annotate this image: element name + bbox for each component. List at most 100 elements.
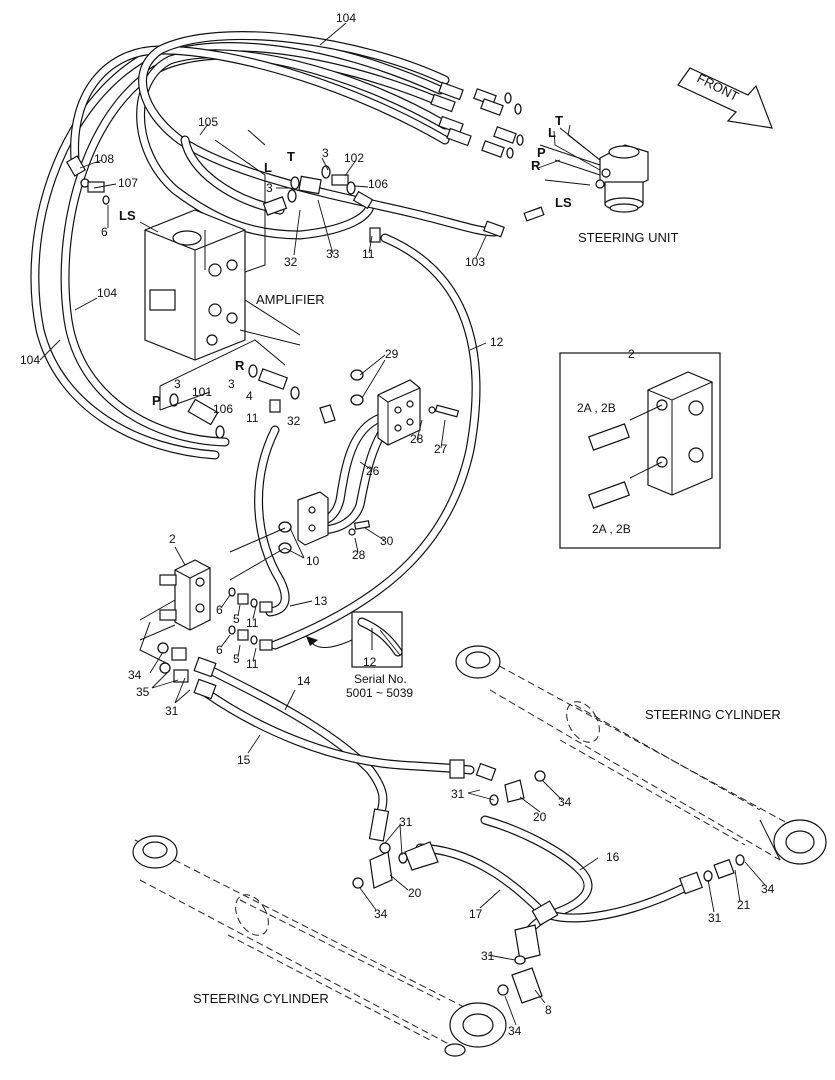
callout-20: 20: [408, 886, 422, 900]
callout-10: 10: [306, 554, 320, 568]
callout-34: 34: [761, 882, 775, 896]
hose-16-17: [415, 815, 695, 950]
callout-11: 11: [246, 657, 259, 671]
callout-105: 105: [198, 115, 218, 129]
callout-34: 34: [508, 1024, 522, 1038]
callout-6: 6: [101, 225, 108, 239]
fitting-group-amplifier-top: [65, 155, 381, 243]
fitting-group-amplifier-bottom: [169, 364, 336, 439]
manifold-block-upper: [350, 369, 460, 446]
callout-104: 104: [336, 11, 356, 25]
callout-31: 31: [708, 911, 722, 925]
callout-11: 11: [362, 247, 375, 261]
hose-14-15: [200, 665, 475, 820]
fitting-group-steering: [430, 81, 545, 238]
port-t-steering: T: [555, 113, 563, 128]
steering-cylinder-right-caption: STEERING CYLINDER: [645, 707, 781, 722]
port-t-amplifier: T: [287, 149, 295, 164]
serial-line-1: Serial No.: [354, 672, 407, 686]
hose-13: [254, 425, 290, 617]
port-ls-amplifier: LS: [119, 208, 136, 223]
callout-31: 31: [451, 787, 465, 801]
callout-28: 28: [410, 432, 424, 446]
serial-part-number: 12: [363, 655, 377, 669]
callout-6: 6: [216, 603, 223, 617]
detail-2-labels: 2 2A , 2B 2A , 2B: [577, 347, 635, 536]
steering-unit-caption: STEERING UNIT: [578, 230, 678, 245]
manifold-block-lower: [229, 491, 371, 581]
port-p-amplifier: P: [152, 393, 161, 408]
port-ls-steering: LS: [555, 195, 572, 210]
callout-3: 3: [174, 377, 181, 391]
hose-104-set: [30, 34, 450, 460]
callout-26: 26: [366, 464, 380, 478]
fitting-group-bottom: [352, 759, 745, 1004]
callout-32: 32: [284, 255, 298, 269]
steering-cylinder-right: [455, 645, 827, 865]
callout-29: 29: [385, 347, 399, 361]
callout-107: 107: [118, 176, 138, 190]
port-r-steering: R: [531, 158, 541, 173]
callout-21: 21: [737, 898, 751, 912]
part-callouts: 104 105 108 107 6 3 102 106 3 32 33 11 1…: [20, 11, 775, 1038]
callout-3: 3: [266, 181, 273, 195]
hose-12: [270, 233, 481, 650]
callout-34: 34: [128, 668, 142, 682]
callout-104: 104: [20, 353, 40, 367]
callout-31: 31: [481, 949, 495, 963]
callout-3: 3: [322, 146, 329, 160]
callout-4: 4: [246, 389, 253, 403]
steering-cylinder-left: [132, 835, 507, 1057]
callout-14: 14: [297, 674, 311, 688]
callout-3: 3: [228, 377, 235, 391]
serial-line-2: 5001 ~ 5039: [346, 686, 413, 700]
fitting-group-lower-left: [157, 642, 217, 700]
callout-30: 30: [380, 534, 394, 548]
steering-cylinder-left-caption: STEERING CYLINDER: [193, 991, 329, 1006]
callout-13: 13: [314, 594, 328, 608]
callout-11: 11: [246, 411, 259, 425]
callout-16: 16: [606, 850, 620, 864]
callout-8: 8: [545, 1003, 552, 1017]
callout-108: 108: [94, 152, 114, 166]
callout-31: 31: [165, 704, 179, 718]
callout-11: 11: [246, 616, 259, 630]
callout-5: 5: [233, 652, 240, 666]
callout-leaders: [39, 22, 766, 1026]
callout-28: 28: [352, 548, 366, 562]
port-r-amplifier: R: [235, 358, 245, 373]
callout-20: 20: [533, 810, 547, 824]
amplifier-caption: AMPLIFIER: [256, 292, 325, 307]
callout-102: 102: [344, 151, 364, 165]
callout-34: 34: [558, 795, 572, 809]
callout-5: 5: [233, 612, 240, 626]
callout-103: 103: [465, 255, 485, 269]
callout-104: 104: [97, 286, 117, 300]
callout-32: 32: [287, 414, 301, 428]
callout-31: 31: [399, 815, 413, 829]
callout-15: 15: [237, 753, 251, 767]
hose-105: [70, 45, 450, 165]
callout-35: 35: [136, 685, 150, 699]
detail-2-label-bottom: 2A , 2B: [592, 522, 631, 536]
callout-33: 33: [326, 247, 340, 261]
valve-block-2: [139, 559, 273, 651]
detail-box-2: [559, 352, 721, 549]
front-arrow: [677, 67, 773, 129]
port-letter-labels: T L P R LS T L LS R P: [119, 113, 572, 408]
port-p-steering: P: [537, 145, 546, 160]
callout-106: 106: [368, 177, 388, 191]
callout-6: 6: [216, 643, 223, 657]
callout-106: 106: [213, 402, 233, 416]
callout-2: 2: [169, 532, 176, 546]
port-l-steering: L: [548, 125, 556, 140]
callout-12: 12: [490, 335, 504, 349]
serial-labels: 12 Serial No. 5001 ~ 5039: [346, 655, 413, 700]
serial-detail-box: [306, 611, 403, 668]
callout-34: 34: [374, 907, 388, 921]
steering-unit: [539, 127, 649, 213]
detail-2-label-top: 2A , 2B: [577, 401, 616, 415]
detail-2-title: 2: [628, 347, 635, 361]
port-l-amplifier: L: [264, 160, 272, 175]
